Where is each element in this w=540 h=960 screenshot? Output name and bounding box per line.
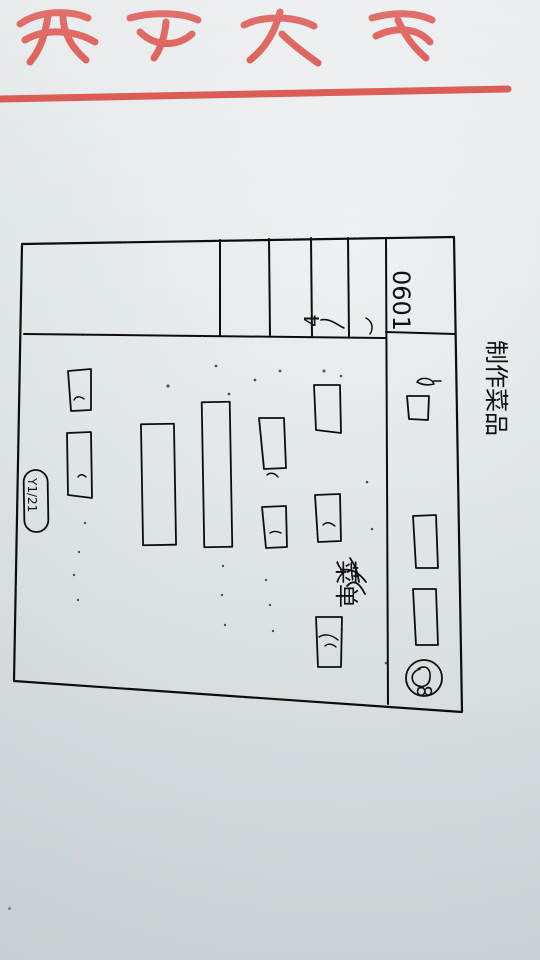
university-logo: [0, 8, 512, 103]
left-dash-3: [266, 472, 279, 478]
small-box-7: [315, 616, 343, 668]
sidebar-icon-box-2: [412, 514, 439, 569]
small-box-4: [313, 384, 342, 434]
side-handwritten-label: 制作菜品: [482, 340, 510, 436]
side-text-stroke-1: [340, 568, 367, 583]
pencil-mark: [365, 317, 373, 335]
middle-handwritten-label: 菜单: [332, 560, 360, 608]
top-divider: [23, 333, 386, 339]
sidebar-icon-box-3: [412, 588, 439, 646]
sidebar-icon-box-1: [406, 395, 430, 421]
wireframe-outer-frame: [12, 235, 464, 714]
sidebar-round-button: [405, 659, 443, 697]
left-text-box-2: [200, 400, 234, 549]
small-box-6: [314, 493, 342, 543]
tab-separator-3: [310, 237, 313, 337]
tab-separator-4: [347, 237, 350, 337]
left-dash-1: [73, 396, 85, 401]
left-dash-6: [324, 643, 337, 648]
left-dash-4: [269, 530, 282, 534]
left-text-box-1: [140, 422, 177, 547]
badge-pill: [22, 469, 50, 533]
small-mark: [320, 318, 345, 329]
stray-dot: [8, 907, 11, 910]
circle-symbol-text: 8: [412, 685, 436, 698]
lower-left-icon: [318, 634, 339, 641]
small-box-2: [66, 431, 93, 499]
key-icon: [416, 377, 442, 386]
small-number-4: 4: [300, 314, 324, 327]
vertical-label-0601: 0601: [387, 270, 415, 331]
small-box-3: [258, 417, 287, 470]
sidebar-symbol: [411, 666, 431, 688]
left-dash-2: [77, 474, 87, 478]
right-sidebar-divider: [385, 331, 456, 335]
right-sidebar-border: [385, 238, 389, 705]
left-dash-5: [322, 522, 336, 527]
scribble-dots: [72, 364, 388, 665]
small-box-5: [261, 505, 288, 549]
side-text-stroke-2: [346, 581, 366, 595]
small-box-1: [67, 368, 92, 412]
tab-separator-2: [268, 238, 271, 336]
badge-text: Y1/21: [25, 477, 39, 512]
side-text-stroke-3: [349, 557, 360, 583]
